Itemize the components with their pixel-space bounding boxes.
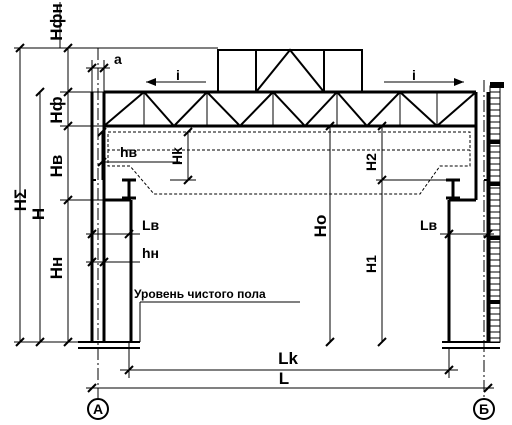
dimension-lines [14, 2, 494, 393]
label-h-f: Hф [47, 96, 66, 123]
wall-joint [490, 182, 500, 186]
label-h-2: H2 [363, 153, 379, 171]
wall-joint [490, 140, 500, 144]
axis-a-label: А [93, 401, 103, 417]
label-l: L [279, 369, 289, 388]
wall-panel [489, 82, 504, 343]
label-l-v-left: Lв [142, 217, 160, 233]
left-column [78, 92, 140, 349]
label-h-n-small: hн [142, 245, 159, 261]
axis-lines [97, 48, 485, 398]
label-h-k: Hk [169, 147, 185, 165]
axis-marker-b: Б [473, 398, 495, 420]
slope-arrow-right [384, 78, 464, 86]
label-floor-level: Уровень чистого пола [134, 287, 266, 301]
label-h-n: Hн [47, 257, 66, 280]
axis-marker-a: А [87, 398, 109, 420]
label-a: a [114, 51, 122, 67]
label-l-k: Lk [278, 349, 298, 368]
roof-truss [103, 90, 477, 128]
overhead-crane [91, 131, 488, 200]
axis-b-label: Б [479, 401, 489, 417]
crane-rail-right [446, 178, 460, 200]
label-h: H [29, 208, 48, 220]
right-column [442, 92, 500, 349]
wall-joint [490, 300, 500, 304]
roof-lantern [217, 48, 363, 93]
label-h-v-small: hв [120, 144, 138, 160]
wall-joint [490, 236, 500, 240]
label-h-v: Hв [47, 155, 66, 178]
crane-rail-left [122, 178, 136, 200]
label-h-fn: Hфн [47, 3, 66, 40]
label-slope-right: i [412, 67, 416, 83]
label-h-sigma: HΣ [11, 189, 30, 211]
label-l-v-right: Lв [420, 217, 438, 233]
label-h-0: Ho [311, 215, 330, 238]
label-slope-left: i [176, 67, 180, 83]
slope-arrow-left [146, 78, 206, 86]
label-h-1: H1 [363, 255, 379, 273]
